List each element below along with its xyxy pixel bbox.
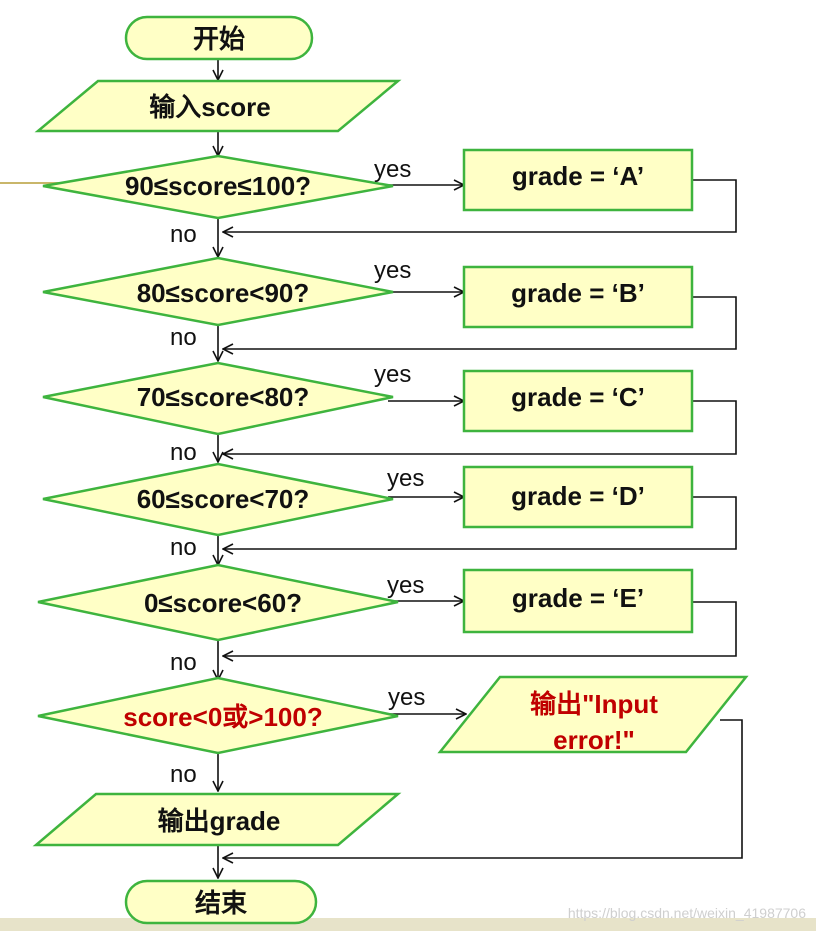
decision-error-label: score<0或>100?: [123, 702, 322, 732]
action-b-label: grade = ‘B’: [511, 278, 645, 308]
yes-label-e: yes: [387, 572, 424, 599]
yes-label-b: yes: [374, 257, 411, 284]
decision-d-label: 60≤score<70?: [137, 484, 310, 514]
no-label-e: no: [170, 649, 197, 676]
no-label-a: no: [170, 221, 197, 248]
output-parallelogram: [32, 792, 402, 847]
input-label: 输入score: [149, 92, 270, 122]
yes-label-d: yes: [387, 465, 424, 492]
start-terminal: [124, 15, 314, 61]
no-label-d: no: [170, 534, 197, 561]
connectors: [218, 59, 743, 878]
decision-error: [37, 676, 399, 755]
watermark: https://blog.csdn.net/weixin_41987706: [568, 905, 806, 921]
action-box-b: [462, 265, 694, 329]
decision-c: [42, 361, 394, 436]
no-label-c: no: [170, 439, 197, 466]
output-label: 输出grade: [158, 806, 281, 836]
action-c-label: grade = ‘C’: [511, 382, 645, 412]
start-label: 开始: [193, 24, 245, 54]
no-label-b: no: [170, 324, 197, 351]
arrow-return-a: [223, 179, 737, 232]
action-box-a: [462, 148, 694, 212]
yes-label-a: yes: [374, 156, 411, 183]
error-output-line-1: 输出"Input: [530, 689, 658, 719]
arrow-return-d: [223, 496, 737, 549]
yes-label-c: yes: [374, 361, 411, 388]
input-parallelogram: [34, 79, 402, 133]
arrow-return-b: [223, 296, 737, 349]
end-label: 结束: [195, 888, 248, 918]
yes-label-error: yes: [388, 684, 425, 711]
decision-c-label: 70≤score<80?: [137, 382, 310, 412]
decision-d: [42, 462, 394, 537]
decision-a: [42, 154, 394, 220]
error-output-parallelogram: [437, 675, 749, 754]
action-d-label: grade = ‘D’: [511, 481, 645, 511]
arrow-return-error: [223, 719, 743, 858]
decision-e-label: 0≤score<60?: [144, 588, 302, 618]
action-box-d: [462, 465, 694, 529]
action-e-label: grade = ‘E’: [512, 583, 644, 613]
action-a-label: grade = ‘A’: [512, 161, 644, 191]
decision-b: [42, 256, 394, 327]
action-box-c: [462, 369, 694, 433]
decision-e: [37, 563, 399, 642]
decision-a-label: 90≤score≤100?: [125, 171, 311, 201]
action-box-e: [462, 568, 694, 634]
decision-b-label: 80≤score<90?: [137, 278, 310, 308]
no-label-error: no: [170, 761, 197, 788]
end-terminal: [124, 879, 318, 925]
arrow-return-e: [223, 601, 737, 656]
error-output-line-2: error!": [553, 725, 635, 755]
arrow-return-c: [223, 400, 737, 454]
